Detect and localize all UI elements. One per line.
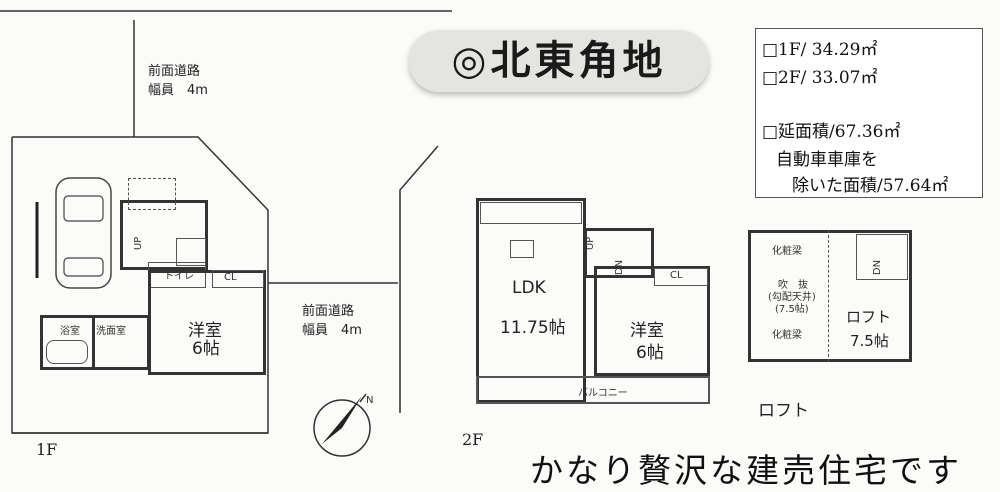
floor2-label: 2F xyxy=(462,430,484,449)
floor1-room-name: 洋室 xyxy=(188,321,222,341)
tagline: かなり贅沢な建売住宅です xyxy=(530,451,962,490)
headline-badge: ◎北東角地 xyxy=(409,30,709,92)
area-total: □延面積/67.36㎡ xyxy=(762,122,901,142)
loft-stairs xyxy=(856,234,908,280)
floor1-entrance xyxy=(120,200,208,270)
floor2-closet-label: CL xyxy=(670,270,683,281)
loft-atrium-line3: (7.5帖) xyxy=(775,304,809,315)
loft-label: ロフト xyxy=(758,401,809,421)
loft-dn-label: DN xyxy=(872,259,884,276)
floor2-ldk-size: 11.75帖 xyxy=(500,318,566,338)
loft-beam-top: 化粧梁 xyxy=(772,246,802,257)
area-floor1: □1F/ 34.29㎡ xyxy=(762,40,878,60)
loft-divider xyxy=(828,230,829,362)
loft-atrium-line2: (勾配天井) xyxy=(768,292,816,303)
loft-outer xyxy=(748,230,912,362)
floor2-balcony-label: バルコニー xyxy=(578,388,628,399)
floor1-room-size: 6帖 xyxy=(192,339,220,359)
floor1-closet xyxy=(212,270,264,288)
headline-text: ◎北東角地 xyxy=(451,38,667,84)
floor2-up-label: UP xyxy=(585,236,597,251)
floor1-stairs xyxy=(176,238,206,266)
floor2-outer xyxy=(476,198,586,403)
loft-room-size: 7.5帖 xyxy=(850,332,889,350)
floor2-room-name: 洋室 xyxy=(630,321,664,341)
floor1-bathtub xyxy=(46,340,88,364)
floor2-western-room xyxy=(594,266,710,376)
floor1-western-room xyxy=(148,270,266,375)
area-floor2: □2F/ 33.07㎡ xyxy=(762,68,878,88)
area-garage-line2: 除いた面積/57.64㎡ xyxy=(792,176,949,196)
east-road-label: 前面道路 幅員 4m xyxy=(302,302,362,340)
area-garage-line1: 自動車車庫を xyxy=(776,150,878,170)
area-info-box: □1F/ 34.29㎡ □2F/ 33.07㎡ □延面積/67.36㎡ 自動車車… xyxy=(755,28,983,198)
svg-text:N: N xyxy=(366,395,373,406)
floor1-toilet-label: トイレ xyxy=(164,271,194,282)
floor2-room-size: 6帖 xyxy=(636,343,664,363)
floor2-ldk-name: LDK xyxy=(512,278,546,298)
north-road-line2: 幅員 4m xyxy=(148,83,208,98)
floor1-label: 1F xyxy=(36,440,58,459)
loft-room-name: ロフト xyxy=(846,308,892,326)
floor2-kitchen xyxy=(480,202,582,224)
floor2-balcony xyxy=(476,376,710,404)
floor2-closet xyxy=(654,268,708,286)
north-road-line1: 前面道路 xyxy=(148,64,201,79)
loft-atrium-line1: 吹 抜 xyxy=(778,280,808,291)
floor1-up-label: UP xyxy=(133,236,145,251)
floor1-closet-label: CL xyxy=(224,272,237,283)
floor2-stair-block xyxy=(584,228,654,278)
loft-beam-bottom: 化粧梁 xyxy=(772,330,802,341)
north-road-label: 前面道路 幅員 4m xyxy=(148,62,208,100)
east-road-line1: 前面道路 xyxy=(302,304,355,319)
floor1-bath-label: 浴室 xyxy=(60,326,80,337)
floor2-table xyxy=(510,240,534,258)
east-road-line2: 幅員 4m xyxy=(302,323,362,338)
floor1-washroom-label: 洗面室 xyxy=(96,326,126,337)
floor1-entry-hall xyxy=(128,178,176,210)
